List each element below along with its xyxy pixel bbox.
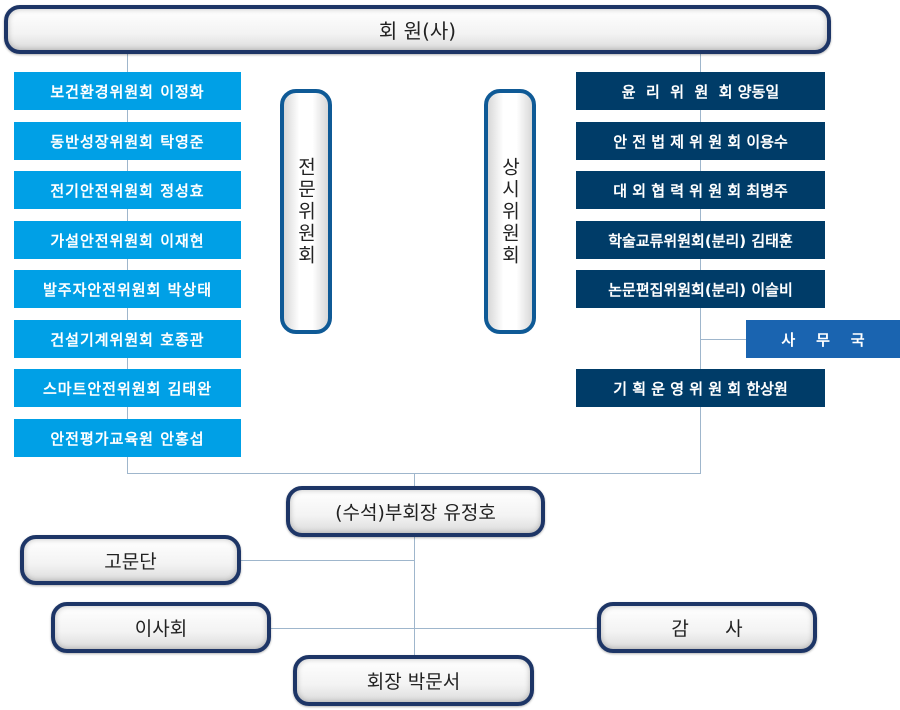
specialized-committee-item[interactable]: 건설기계위원회 호종관 <box>14 320 241 358</box>
specialized-committee-item[interactable]: 안전평가교육원 안홍섭 <box>14 419 241 457</box>
connector-line <box>700 53 701 473</box>
vice-chair-label: (수석)부회장 유정호 <box>335 502 496 524</box>
specialized-committee-item[interactable]: 보건환경위원회 이정화 <box>14 72 241 110</box>
chair-box[interactable]: 회장 박문서 <box>293 655 534 706</box>
standing-committee-item[interactable]: 학술교류위원회(분리) 김태훈 <box>576 221 825 259</box>
vice-chair-box[interactable]: (수석)부회장 유정호 <box>286 486 545 537</box>
connector-line <box>127 53 128 473</box>
specialized-committee-item[interactable]: 발주자안전위원회 박상태 <box>14 270 241 308</box>
standing-committee-item[interactable]: 기 획 운 영 위 원 회 한상원 <box>576 369 825 407</box>
standing-committee-item[interactable]: 논문편집위원회(분리) 이슬비 <box>576 270 825 308</box>
advisors-label: 고문단 <box>104 550 157 573</box>
auditor-box[interactable]: 감 사 <box>597 602 817 653</box>
connector-line <box>414 473 415 656</box>
board-box[interactable]: 이사회 <box>51 602 271 653</box>
connector-line <box>241 560 414 561</box>
members-box: 회 원(사) <box>4 5 831 54</box>
board-label: 이사회 <box>134 618 188 640</box>
standing-committee-item[interactable]: 안 전 법 제 위 원 회 이용수 <box>576 122 825 160</box>
connector-line <box>700 339 746 340</box>
specialized-committee-label: 전문위원회 <box>280 89 332 334</box>
specialized-title: 전문위원회 <box>294 156 317 267</box>
members-label: 회 원(사) <box>378 19 457 43</box>
standing-committee-item[interactable]: 대 외 협 력 위 원 회 최병주 <box>576 171 825 209</box>
specialized-committee-item[interactable]: 스마트안전위원회 김태완 <box>14 369 241 407</box>
standing-title: 상시위원회 <box>498 156 521 267</box>
standing-committee-item[interactable]: 윤 리 위 원 회 양동일 <box>576 72 825 110</box>
standing-committee-label: 상시위원회 <box>484 89 536 334</box>
auditor-label: 감 사 <box>671 618 743 640</box>
connector-line <box>271 628 597 629</box>
specialized-committee-item[interactable]: 가설안전위원회 이재현 <box>14 221 241 259</box>
specialized-committee-item[interactable]: 동반성장위원회 탁영준 <box>14 122 241 160</box>
advisors-box[interactable]: 고문단 <box>20 535 241 585</box>
specialized-committee-item[interactable]: 전기안전위원회 정성효 <box>14 171 241 209</box>
chair-label: 회장 박문서 <box>366 671 461 693</box>
secretariat-box[interactable]: 사 무 국 <box>746 320 900 358</box>
